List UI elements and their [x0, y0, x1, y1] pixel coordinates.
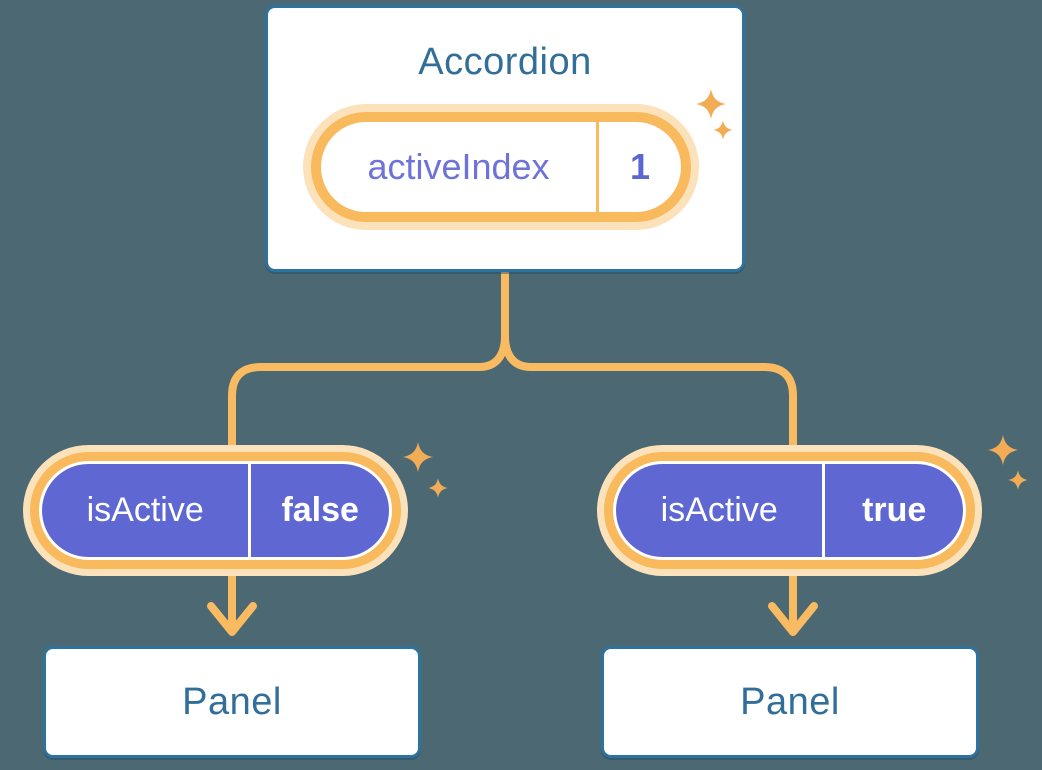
connector-branch-right: [501, 332, 797, 634]
state-value: 1: [629, 146, 651, 187]
accordion-component-box: Accordion activeIndex 1: [265, 5, 745, 272]
prop-value: true: [862, 491, 927, 529]
connector-branch-left: [228, 332, 509, 634]
prop-pill-right-body: isActive true: [616, 464, 963, 557]
panel-box-right: Panel: [601, 646, 979, 758]
sparkle-big-icon: [988, 435, 1018, 465]
accordion-title: Accordion: [418, 41, 592, 83]
state-name: activeIndex: [367, 146, 550, 187]
sparkle-small-icon: [1008, 470, 1028, 490]
state-pill: activeIndex 1: [303, 104, 699, 230]
prop-pill-right: isActive true: [597, 445, 982, 576]
panel-title: Panel: [182, 680, 282, 723]
sparkle-big-icon: [696, 89, 726, 119]
arrowhead-right-icon: [768, 602, 818, 636]
prop-name: isActive: [660, 491, 778, 529]
sparkle-small-icon: [428, 478, 448, 498]
prop-pill-left: isActive false: [23, 445, 408, 576]
prop-pill-left-body: isActive false: [42, 464, 389, 557]
state-pill-divider: [596, 122, 599, 212]
state-pill-ring: activeIndex 1: [311, 112, 691, 222]
sparkle-big-icon: [403, 442, 433, 472]
sparkle-small-icon: [713, 120, 733, 140]
panel-box-left: Panel: [43, 646, 421, 758]
prop-pill-divider: [822, 464, 826, 557]
panel-title: Panel: [740, 680, 840, 723]
arrowhead-left-icon: [207, 602, 257, 636]
prop-value: false: [281, 491, 359, 529]
prop-name: isActive: [86, 491, 204, 529]
prop-pill-right-ring: isActive true: [604, 452, 975, 569]
prop-pill-divider: [248, 464, 252, 557]
prop-pill-left-ring: isActive false: [30, 452, 401, 569]
